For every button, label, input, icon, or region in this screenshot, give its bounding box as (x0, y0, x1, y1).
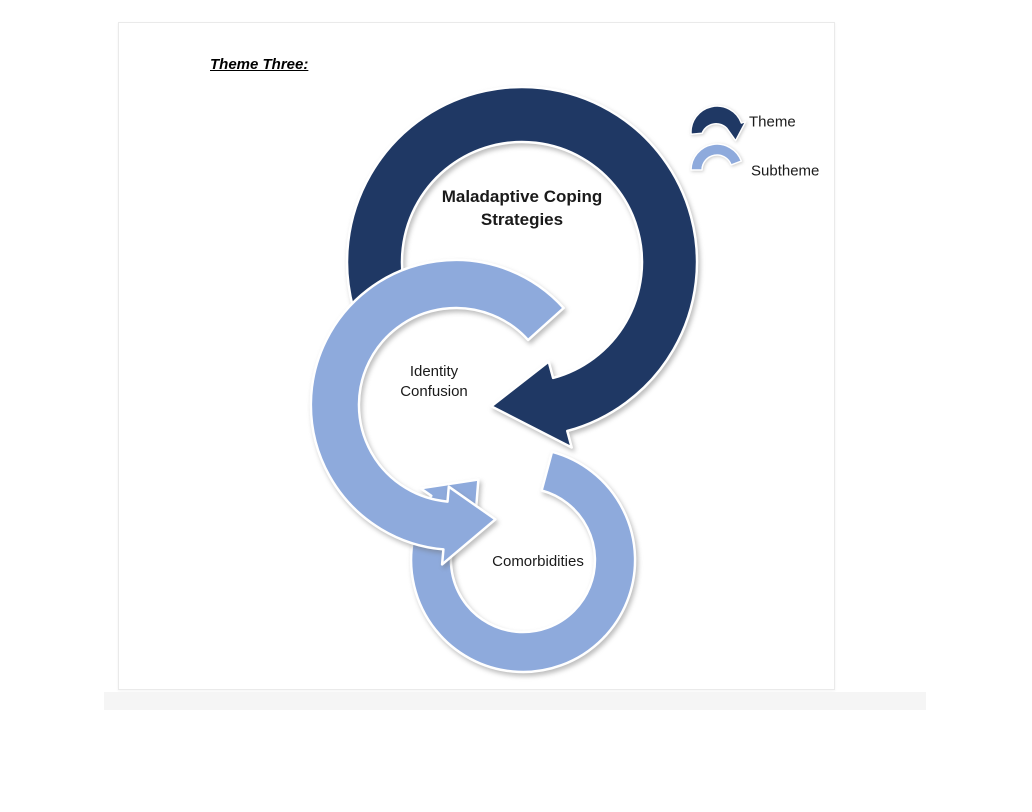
section-heading: Theme Three: (210, 56, 309, 73)
subtheme-identity-label: Identity Confusion (400, 362, 468, 400)
theme-circular-arrow (345, 85, 699, 449)
subtheme-comorbidities-label: Comorbidities (492, 552, 584, 570)
legend-theme-label: Theme (749, 113, 796, 131)
page-gap (104, 692, 926, 710)
legend-subtheme-label: Subtheme (751, 162, 820, 180)
legend-theme-arc-icon (690, 105, 747, 142)
theme-label: Maladaptive Coping Strategies (441, 187, 603, 229)
legend-subtheme-arc-icon (690, 143, 743, 171)
subtheme-identity-circular-arrow (309, 258, 565, 566)
